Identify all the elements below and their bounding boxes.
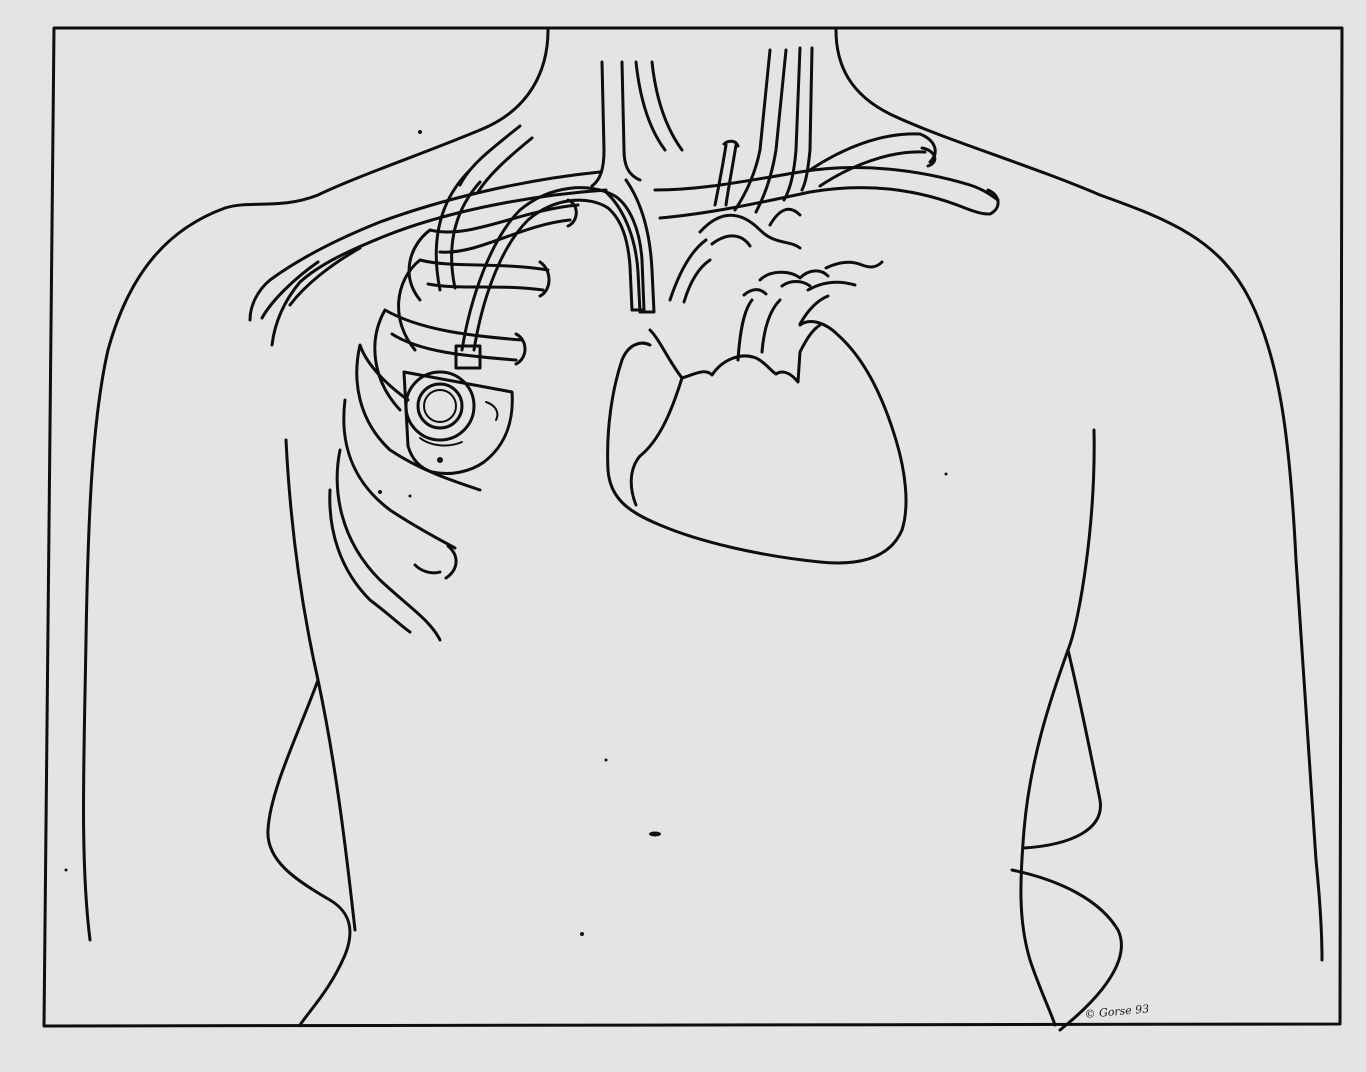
rib-5 bbox=[375, 310, 522, 410]
speck bbox=[945, 473, 948, 476]
left-arm-inner bbox=[268, 680, 350, 1025]
port-septum-core bbox=[424, 390, 456, 422]
pulmonary-branches bbox=[744, 282, 855, 295]
neck-right bbox=[836, 30, 1322, 960]
implanted-port bbox=[404, 372, 512, 474]
left-jugular-vein bbox=[592, 62, 640, 186]
right-jugular-vein bbox=[735, 50, 786, 212]
left-external-jugular bbox=[636, 62, 682, 150]
left-torso-side bbox=[286, 440, 355, 930]
port-septum-outer bbox=[406, 372, 474, 440]
right-subclavian-vein bbox=[655, 168, 998, 218]
port-suture-hole bbox=[437, 457, 443, 463]
right-upper-vein bbox=[810, 134, 935, 186]
frame-border bbox=[44, 28, 1342, 1026]
body-outline bbox=[84, 30, 1323, 1030]
right-jugular-vein-2 bbox=[784, 48, 812, 200]
rib-cage bbox=[330, 126, 578, 640]
speck bbox=[378, 490, 382, 494]
carotid-stub bbox=[715, 141, 738, 205]
speck bbox=[580, 932, 584, 936]
rib-8 bbox=[337, 450, 440, 640]
heart bbox=[608, 296, 906, 563]
left-subclavian-vein bbox=[250, 172, 606, 345]
aortic-arch bbox=[700, 209, 800, 248]
pulmonary-artery bbox=[760, 262, 882, 286]
speck bbox=[418, 130, 422, 134]
frame bbox=[44, 28, 1342, 1026]
heart-septum bbox=[631, 378, 682, 505]
port-housing bbox=[404, 372, 512, 474]
left-subclavian-split bbox=[262, 248, 360, 318]
right-arm-inner bbox=[1024, 650, 1100, 848]
speck bbox=[65, 869, 68, 872]
speck bbox=[409, 495, 412, 498]
neck-left bbox=[84, 30, 549, 940]
speck bbox=[649, 832, 661, 837]
rib-cap-1 bbox=[568, 200, 576, 226]
right-torso-side bbox=[1021, 430, 1094, 1025]
catheter-tube bbox=[462, 188, 644, 350]
heart-top-contour bbox=[650, 325, 820, 382]
rib-end-cap bbox=[415, 546, 456, 578]
vessels bbox=[250, 48, 998, 345]
left-atrium-top bbox=[670, 240, 710, 302]
speck bbox=[605, 759, 608, 762]
